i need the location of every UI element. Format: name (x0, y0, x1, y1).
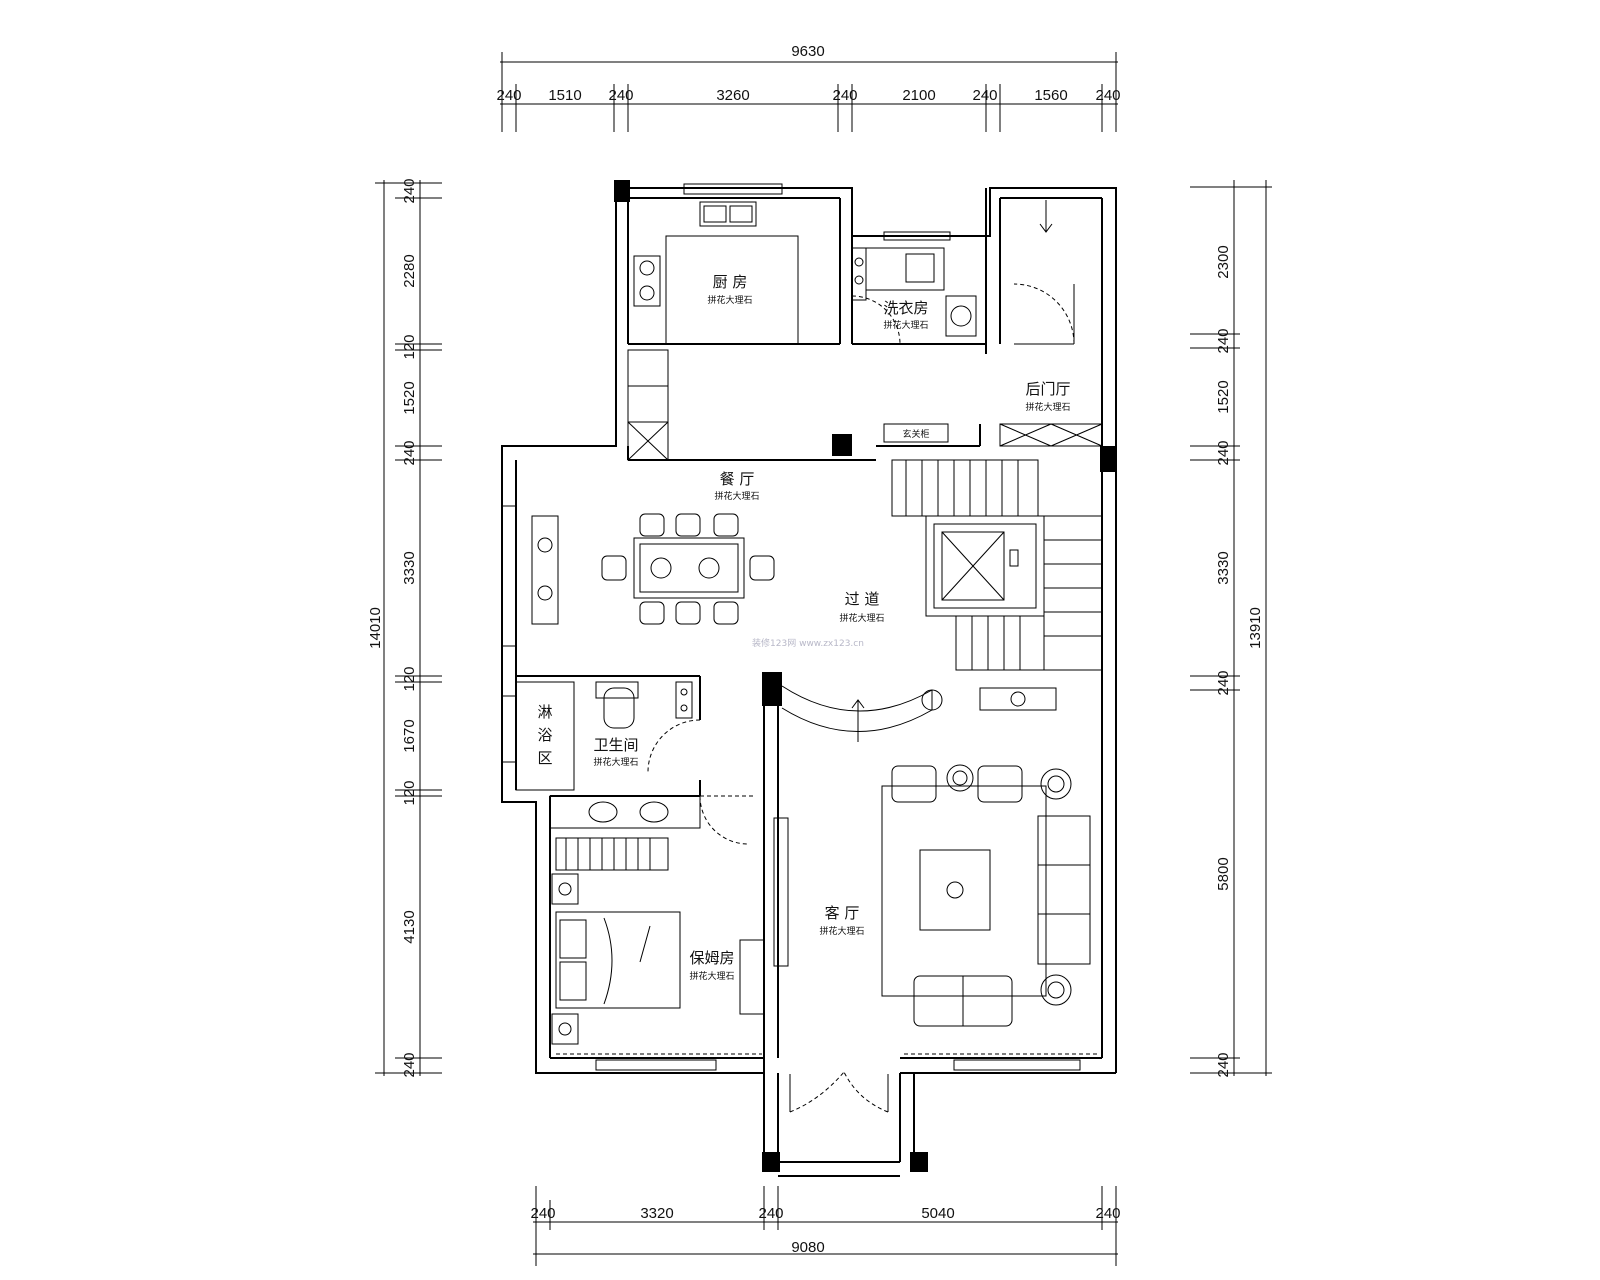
column (614, 180, 630, 202)
room-floor-bathroom: 拼花大理石 (593, 756, 638, 768)
room-name-bathroom: 卫生间 (593, 736, 638, 754)
dim-top-seg: 2100 (902, 87, 935, 104)
dim-top-seg: 240 (496, 87, 521, 104)
room-floor-dining: 拼花大理石 (714, 490, 759, 502)
dim-top-seg: 1510 (548, 87, 581, 104)
dim-bottom-seg: 240 (758, 1205, 783, 1222)
dim-right-seg: 240 (1215, 1052, 1232, 1077)
dim-top-total: 9630 (791, 43, 824, 60)
room-floor-laundry: 拼花大理石 (883, 319, 928, 331)
dim-right-seg: 1520 (1215, 380, 1232, 413)
dim-right-seg: 240 (1215, 670, 1232, 695)
dim-left-seg: 240 (401, 178, 418, 203)
room-floor-corridor: 拼花大理石 (839, 612, 884, 624)
room-floor-living: 拼花大理石 (819, 925, 864, 937)
dim-left-total: 14010 (367, 607, 384, 649)
dim-left-seg: 3330 (401, 551, 418, 584)
bathroom-fixtures (515, 681, 756, 845)
room-floor-nanny: 拼花大理石 (689, 970, 734, 982)
dim-left-seg: 240 (401, 440, 418, 465)
dim-left-seg: 4130 (401, 910, 418, 943)
room-name-laundry: 洗衣房 (883, 299, 928, 317)
dim-bottom-seg: 240 (530, 1205, 555, 1222)
dim-left-seg: 240 (401, 1052, 418, 1077)
dim-top-seg: 240 (972, 87, 997, 104)
dim-right-seg: 240 (1215, 440, 1232, 465)
room-name-shower-2: 浴 (537, 726, 552, 744)
dim-right-total: 13910 (1247, 607, 1264, 649)
dining-table-set (531, 513, 775, 625)
room-name-corridor: 过 道 (845, 590, 880, 608)
dim-bottom-seg: 240 (1095, 1205, 1120, 1222)
dim-right-seg: 240 (1215, 328, 1232, 353)
room-name-back-hall: 后门厅 (1025, 380, 1070, 398)
column (832, 434, 852, 456)
dim-left-seg: 120 (401, 780, 418, 805)
room-floor-back-hall: 拼花大理石 (1025, 401, 1070, 413)
dim-top-seg: 240 (608, 87, 633, 104)
dim-right-seg: 3330 (1215, 551, 1232, 584)
laundry-fixtures (851, 247, 977, 345)
living-room-fixtures (789, 764, 1100, 1113)
walls (501, 187, 1117, 1177)
stairs (891, 459, 1103, 671)
room-name-living: 客 厅 (825, 904, 860, 922)
dim-right-seg: 2300 (1215, 245, 1232, 278)
column (762, 672, 782, 706)
dim-left-seg: 120 (401, 666, 418, 691)
dim-top-seg: 240 (1095, 87, 1120, 104)
room-name-dining: 餐 厅 (720, 470, 755, 488)
room-name-shower-3: 区 (537, 749, 552, 767)
watermark: 装修123网 www.zx123.cn (752, 637, 864, 649)
dim-left-seg: 120 (401, 334, 418, 359)
back-hall-fixtures (883, 200, 1103, 447)
dim-top-seg: 3260 (716, 87, 749, 104)
room-floor-kitchen: 拼花大理石 (707, 294, 752, 306)
dim-left-seg: 1670 (401, 719, 418, 752)
room-name-kitchen: 厨 房 (713, 273, 748, 291)
dim-top-seg: 1560 (1034, 87, 1067, 104)
nanny-room-fixtures (551, 837, 762, 1055)
dimension-lines (375, 52, 1272, 1266)
dim-bottom-total: 9080 (791, 1239, 824, 1256)
kitchen-fixtures (627, 201, 799, 461)
dim-left-seg: 1520 (401, 381, 418, 414)
room-name-shower-1: 淋 (537, 703, 552, 721)
column (762, 1152, 780, 1172)
corridor-arch (781, 685, 1057, 742)
dim-bottom-seg: 5040 (921, 1205, 954, 1222)
dim-right-seg: 5800 (1215, 857, 1232, 890)
room-name-nanny: 保姆房 (689, 949, 734, 967)
windows (501, 183, 1081, 1071)
shoe-cabinet-label: 玄关柜 (902, 428, 929, 440)
column (910, 1152, 928, 1172)
dim-left-seg: 2280 (401, 254, 418, 287)
column (1100, 446, 1116, 472)
dim-top-seg: 240 (832, 87, 857, 104)
dim-bottom-seg: 3320 (640, 1205, 673, 1222)
